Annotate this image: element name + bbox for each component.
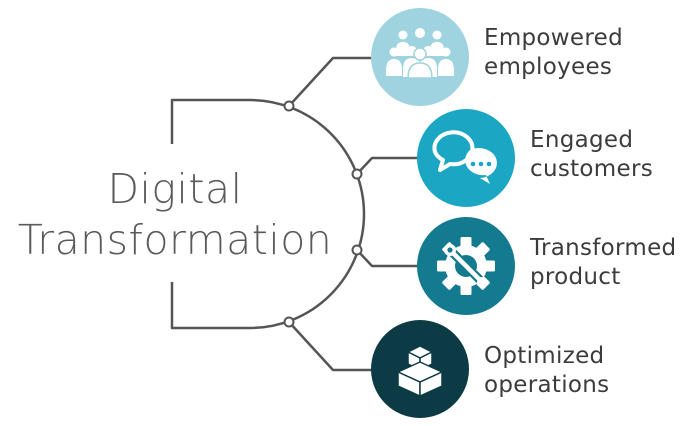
item-label-line1: Transformed bbox=[530, 235, 677, 261]
title-line-2: Transformation bbox=[17, 216, 333, 264]
item-label-line1: Optimized bbox=[484, 343, 605, 369]
item-label-line1: Empowered bbox=[484, 25, 623, 51]
connector-lines bbox=[170, 56, 420, 372]
people-group-icon bbox=[386, 28, 454, 79]
bracket-top bbox=[170, 98, 366, 215]
item-label-line2: product bbox=[530, 264, 621, 290]
item-label-line2: operations bbox=[484, 372, 610, 398]
branch-line-3 bbox=[356, 249, 420, 268]
item-label-optimized-operations: Optimized operations bbox=[484, 342, 609, 400]
gear-wrench-icon bbox=[437, 237, 495, 295]
item-label-line1: Engaged bbox=[530, 127, 634, 153]
item-label-line2: customers bbox=[530, 156, 653, 182]
node-dot bbox=[283, 100, 295, 112]
bracket-bottom bbox=[170, 213, 366, 330]
boxes-icon bbox=[397, 345, 443, 397]
node-dot bbox=[283, 316, 295, 328]
chat-bubbles-icon bbox=[432, 130, 497, 184]
node-dot bbox=[351, 244, 363, 256]
item-label-line2: employees bbox=[484, 54, 613, 80]
branch-line-4 bbox=[288, 321, 375, 372]
item-label-empowered-employees: Empowered employees bbox=[484, 24, 623, 82]
connector-nodes bbox=[283, 100, 363, 328]
title-line-1: Digital bbox=[107, 165, 243, 213]
branch-line-2 bbox=[356, 156, 420, 175]
branch-line-1 bbox=[288, 56, 375, 107]
node-dot bbox=[351, 168, 363, 180]
item-label-engaged-customers: Engaged customers bbox=[530, 126, 653, 184]
item-label-transformed-product: Transformed product bbox=[530, 234, 676, 292]
